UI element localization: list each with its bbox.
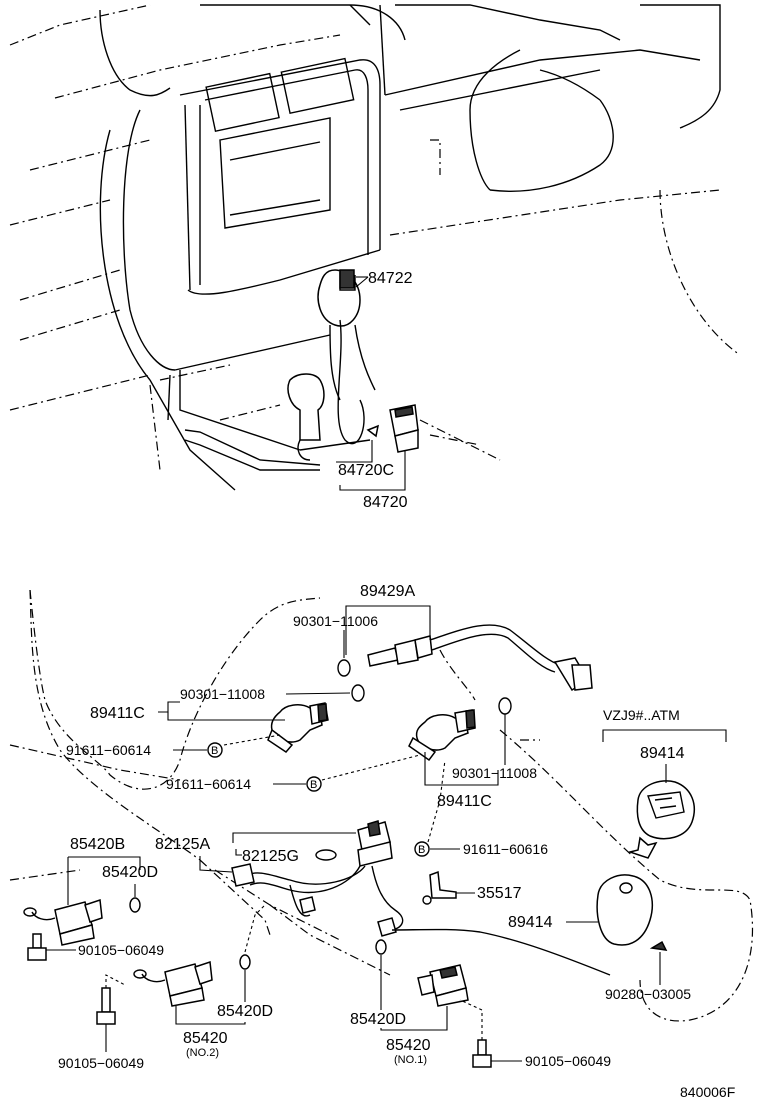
label-89411C-right: 89411C bbox=[437, 793, 492, 810]
label-85420B: 85420B bbox=[70, 836, 125, 853]
leader-85420-no2 bbox=[175, 1006, 246, 1025]
label-no2: (NO.2) bbox=[186, 1047, 219, 1059]
leader-89411C-left bbox=[158, 701, 180, 713]
leader-90301-11008-left bbox=[285, 692, 351, 695]
dot-line-3 bbox=[427, 759, 446, 843]
label-no1: (NO.1) bbox=[394, 1054, 427, 1066]
bracket-35517 bbox=[422, 870, 457, 905]
leader-85420-no1 bbox=[380, 1006, 448, 1031]
part-89414-top bbox=[636, 780, 696, 840]
engine-outline bbox=[9, 589, 754, 1022]
label-90105-06049-a: 90105−06049 bbox=[78, 942, 164, 958]
washer-85420D-3 bbox=[375, 939, 387, 955]
label-84720: 84720 bbox=[363, 494, 408, 511]
leader-84722b bbox=[355, 276, 369, 288]
label-89414-top: 89414 bbox=[640, 745, 685, 762]
sensor-85420-no1 bbox=[417, 964, 469, 1007]
grommet-82125G bbox=[315, 849, 337, 861]
bolt-90105-06049-b bbox=[96, 974, 126, 1025]
oring-90301-11008-right bbox=[498, 697, 512, 715]
label-91611-60614-b: 91611−60614 bbox=[166, 776, 251, 792]
part-89414-mid bbox=[596, 874, 654, 946]
leader-82125A bbox=[232, 832, 356, 843]
switch-84720 bbox=[366, 404, 419, 453]
label-84720C: 84720C bbox=[338, 462, 394, 479]
leader-85420B-b bbox=[68, 856, 141, 870]
bolt-b-mark-3: B bbox=[418, 844, 425, 856]
leader-89429A bbox=[345, 605, 431, 655]
label-84722: 84722 bbox=[368, 270, 413, 287]
label-91611-60616: 91611−60616 bbox=[463, 841, 548, 857]
label-85420D-3: 85420D bbox=[350, 1011, 406, 1028]
label-89429A: 89429A bbox=[360, 583, 415, 600]
center-console bbox=[99, 57, 501, 491]
sensor-89429A bbox=[367, 624, 593, 692]
label-90301-11006: 90301−11006 bbox=[293, 613, 378, 629]
label-90301-11008-left: 90301−11008 bbox=[180, 686, 265, 702]
label-89411C-left: 89411C bbox=[90, 705, 145, 722]
bolt-91611-60614-a: B bbox=[207, 742, 223, 758]
label-82125G: 82125G bbox=[242, 848, 299, 865]
oring-90301-11008-left bbox=[351, 684, 365, 702]
sensor-85420-no2 bbox=[133, 960, 213, 1007]
bracket-vzj9 bbox=[602, 729, 727, 742]
sensor-85420B bbox=[23, 898, 103, 946]
diagram-code: 840006F bbox=[680, 1084, 735, 1100]
sensor-89411C-right bbox=[408, 709, 476, 762]
label-85420-left: 85420 bbox=[183, 1030, 228, 1047]
pin-90280-03005 bbox=[649, 940, 668, 951]
leader-89411C-right bbox=[424, 752, 499, 786]
dashboard-outline bbox=[9, 4, 741, 411]
oring-90301-11006 bbox=[337, 659, 351, 677]
washer-85420D-1 bbox=[129, 897, 141, 913]
label-90105-06049-c: 90105−06049 bbox=[525, 1053, 611, 1069]
washer-85420D-2 bbox=[239, 954, 251, 970]
label-91611-60614-a: 91611−60614 bbox=[66, 742, 151, 758]
label-35517: 35517 bbox=[477, 885, 522, 902]
bolt-91611-60616: B bbox=[414, 841, 430, 857]
label-85420D-1: 85420D bbox=[102, 864, 158, 881]
arrow-indicator bbox=[627, 836, 658, 859]
label-82125A: 82125A bbox=[155, 836, 210, 853]
label-90105-06049-b: 90105−06049 bbox=[58, 1055, 144, 1071]
harness-82125A bbox=[231, 820, 611, 976]
leader-82125G bbox=[235, 849, 242, 856]
bolt-90105-06049-a bbox=[27, 933, 47, 961]
label-90280-03005: 90280−03005 bbox=[605, 986, 691, 1002]
bolt-90105-06049-c bbox=[459, 999, 492, 1068]
bolt-b-mark-2: B bbox=[310, 779, 317, 791]
leader-89411C-left-b bbox=[167, 712, 285, 721]
dot-line-2 bbox=[321, 754, 421, 781]
leader-82125A-b bbox=[199, 856, 233, 873]
bolt-b-mark-1: B bbox=[211, 745, 218, 757]
label-85420-right: 85420 bbox=[386, 1037, 431, 1054]
dot-line-4 bbox=[244, 904, 266, 953]
leader-84720-b bbox=[339, 475, 406, 491]
shift-knob bbox=[287, 269, 376, 461]
sensor-89411C-left bbox=[267, 702, 329, 753]
bolt-91611-60614-b: B bbox=[306, 776, 322, 792]
label-vzj9-atm: VZJ9#..ATM bbox=[603, 707, 680, 723]
label-90301-11008-right: 90301−11008 bbox=[452, 765, 537, 781]
label-89414-mid: 89414 bbox=[508, 914, 553, 931]
label-85420D-2: 85420D bbox=[217, 1003, 273, 1020]
leader-84720C bbox=[336, 440, 373, 463]
